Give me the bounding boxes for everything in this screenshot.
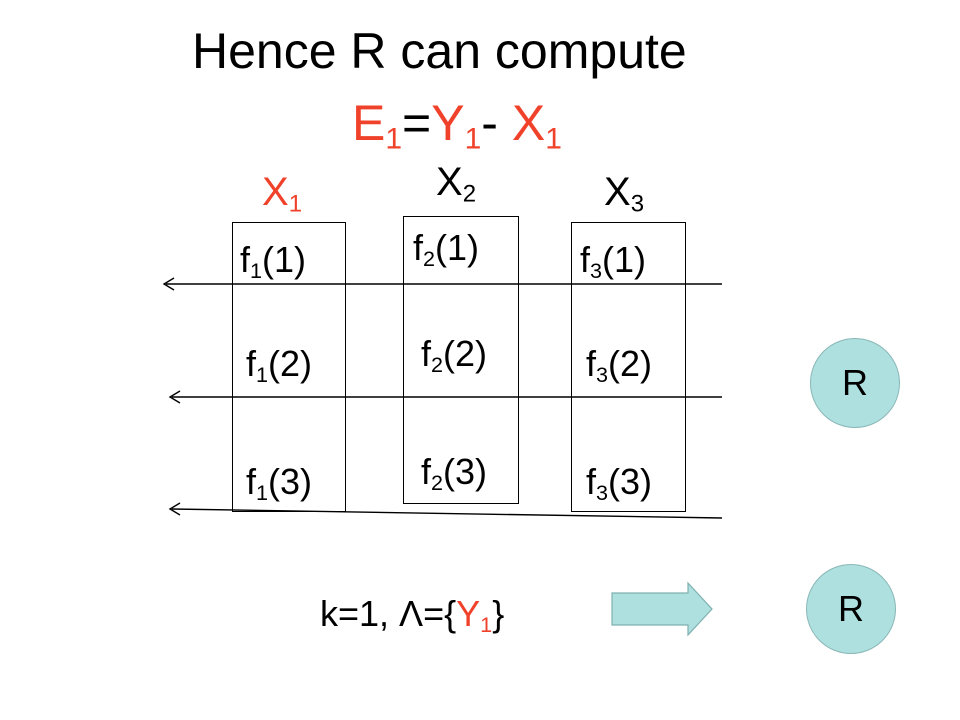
arrowhead-left-1-icon: [162, 277, 175, 291]
cell-f3-3: f3(3): [586, 461, 653, 506]
cell-f1-3: f1(3): [246, 461, 313, 506]
cell-f2-2: f2(2): [421, 333, 488, 378]
x1-symbol: X1: [511, 95, 562, 156]
cell-f2-1: f2(1): [413, 227, 480, 272]
column-header-x1: X1: [262, 170, 303, 218]
arrow-right-icon: [611, 581, 713, 637]
flow-line-3: [171, 508, 723, 519]
cell-f2-3: f2(3): [421, 451, 488, 496]
title-line-2: E1=Y1- X1: [352, 95, 562, 156]
cell-f3-2: f3(2): [586, 343, 653, 388]
cell-f3-1: f3(1): [580, 239, 647, 284]
cell-f1-2: f1(2): [246, 343, 313, 388]
column-header-x3: X3: [604, 170, 645, 218]
column-box-x3: [571, 222, 686, 512]
title-line-1: Hence R can compute: [192, 23, 687, 79]
column-header-x2: X2: [436, 160, 477, 208]
minus-sign: -: [481, 95, 512, 151]
node-r-bottom: R: [806, 564, 896, 654]
arrowhead-left-3-icon: [168, 502, 181, 516]
column-box-x2: [403, 216, 519, 504]
e1-symbol: E1: [352, 95, 403, 156]
arrowhead-left-2-icon: [168, 390, 181, 404]
cell-f1-1: f1(1): [240, 239, 307, 284]
node-r-top: R: [810, 338, 900, 428]
equals-sign: =: [402, 95, 432, 151]
bottom-formula: k=1, Λ={Y1}: [320, 593, 505, 638]
y1-symbol: Y1: [431, 95, 482, 156]
